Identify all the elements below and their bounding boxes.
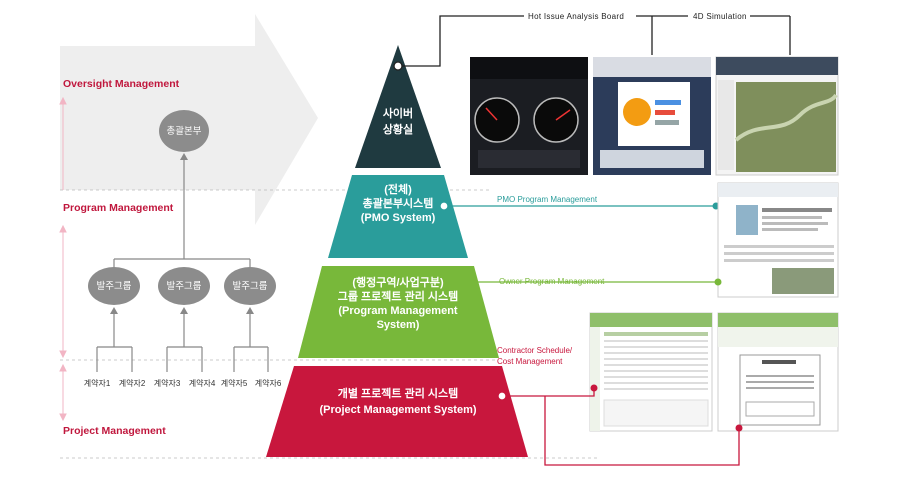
org-group-label-2: 발주그룹 bbox=[167, 281, 202, 292]
tier-project-line2: (Project Management System) bbox=[319, 404, 476, 416]
pmo-label: PMO Program Management bbox=[497, 195, 598, 204]
org-group-node-1 bbox=[88, 267, 140, 305]
org-leaf-3: 계약자3 bbox=[154, 378, 181, 388]
title-4d-sim: 4D Simulation bbox=[693, 12, 747, 21]
tier-program-line4: System) bbox=[377, 319, 420, 331]
owner-label: Owner Program Management bbox=[499, 277, 605, 286]
org-leaf-6: 계약자6 bbox=[255, 378, 282, 388]
tier-program-line2: 그룹 프로젝트 관리 시스템 bbox=[338, 289, 459, 303]
tier-program-line1: (행정구역/사업구분) bbox=[352, 275, 444, 289]
tier-cyber-line1: 사이버 bbox=[383, 106, 413, 120]
tier-cyber-line2: 상황실 bbox=[383, 122, 413, 136]
org-leaf-1: 계약자1 bbox=[84, 378, 111, 388]
org-group-node-3 bbox=[224, 267, 276, 305]
project-connector-dot-document bbox=[735, 424, 743, 432]
screenshot-portal bbox=[717, 182, 839, 298]
level-arrow-program bbox=[59, 224, 67, 359]
screenshot-document bbox=[717, 312, 839, 432]
org-root-node bbox=[159, 110, 209, 152]
org-group-label-1: 발주그룹 bbox=[97, 281, 132, 292]
level-label-program: Program Management bbox=[63, 202, 174, 214]
tier-pmo-line2: 총괄본부시스템 bbox=[363, 196, 434, 210]
level-label-oversight: Oversight Management bbox=[63, 78, 180, 90]
tier-cyber bbox=[355, 45, 441, 168]
contractor-label-2: Cost Management bbox=[497, 357, 563, 366]
project-connector-start-dot bbox=[497, 391, 507, 401]
owner-connector-end-dot bbox=[714, 278, 722, 286]
org-leaf-4: 계약자4 bbox=[189, 378, 216, 388]
tier-project-line1: 개별 프로젝트 관리 시스템 bbox=[338, 386, 459, 400]
tier-pmo-line1: (전체) bbox=[384, 182, 412, 196]
tier-pmo-line3: (PMO System) bbox=[361, 212, 436, 224]
level-arrow-project bbox=[59, 363, 67, 422]
pmo-connector-start-dot bbox=[439, 201, 449, 211]
org-leaf-5: 계약자5 bbox=[221, 378, 248, 388]
project-connector-dot-table bbox=[590, 384, 598, 392]
screenshot-map bbox=[715, 56, 839, 176]
cyber-connector-dot bbox=[393, 61, 403, 71]
org-group-label-3: 발주그룹 bbox=[233, 281, 268, 292]
cyber-connectors bbox=[398, 15, 791, 67]
org-root-label: 총괄본부 bbox=[167, 125, 202, 137]
tier-project bbox=[266, 366, 528, 457]
tier-program bbox=[298, 266, 499, 358]
level-arrow-oversight bbox=[59, 96, 67, 190]
title-hot-issue: Hot Issue Analysis Board bbox=[528, 12, 624, 21]
org-tree: 총괄본부 발주그룹 발주그룹 발주그룹 계약자1 계약자2 계약자3 bbox=[84, 110, 282, 388]
tier-pmo bbox=[328, 175, 468, 258]
org-leaf-2: 계약자2 bbox=[119, 378, 146, 388]
screenshot-table bbox=[589, 312, 713, 432]
org-group-node-2 bbox=[158, 267, 210, 305]
level-label-project: Project Management bbox=[63, 425, 166, 437]
screenshot-report bbox=[593, 57, 711, 175]
tier-program-line3: (Program Management bbox=[338, 305, 458, 317]
screenshot-dashboard bbox=[470, 57, 588, 175]
contractor-label-1: Contractor Schedule/ bbox=[497, 346, 573, 355]
